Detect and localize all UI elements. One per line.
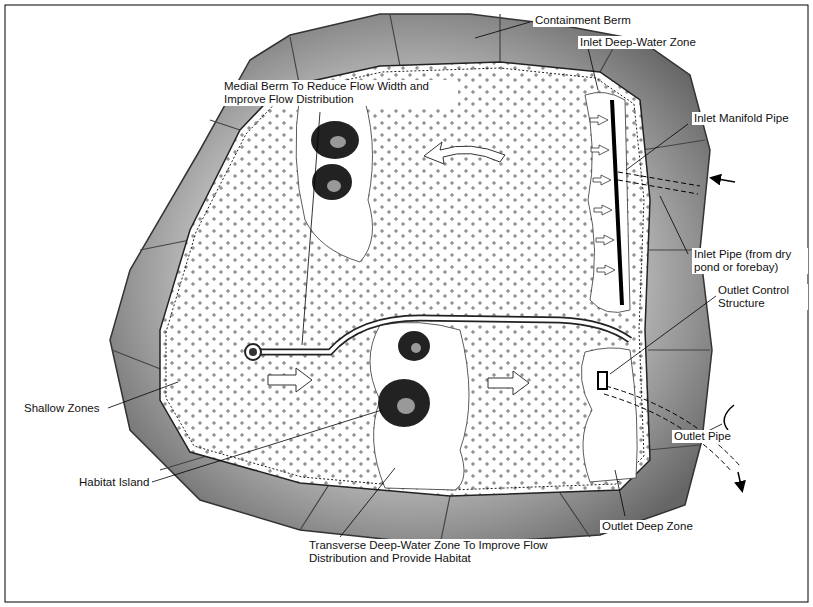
berm-texture — [112, 14, 710, 545]
berm-edge — [166, 68, 644, 490]
inlet-manifold-pipe — [612, 100, 622, 305]
inlet-pipe — [618, 172, 700, 194]
outlet-pipe — [604, 386, 740, 472]
callout-label: Outlet Control Structure — [716, 284, 808, 310]
manifold-outflow-arrows — [590, 115, 615, 275]
leader-lines — [108, 22, 722, 537]
habitat-islands — [311, 121, 430, 427]
callout-label: Inlet Pipe (from dry pond or forebay) — [692, 248, 808, 274]
callout-label: Transverse Deep-Water Zone To Improve Fl… — [307, 539, 586, 565]
inflow-arrow — [712, 178, 735, 182]
containment-berm — [110, 14, 712, 545]
berm-end — [245, 344, 261, 360]
frame — [5, 5, 808, 602]
callout-label: Medial Berm To Reduce Flow Width and Imp… — [222, 80, 458, 106]
callout-label: Habitat Island — [77, 476, 151, 489]
callout-label: Containment Berm — [533, 14, 633, 27]
callout-label: Outlet Pipe — [672, 430, 733, 443]
outlet-control-structure — [598, 372, 607, 389]
outflow-arrow — [738, 472, 742, 490]
medial-berm-core — [253, 318, 630, 352]
callout-label: Inlet Manifold Pipe — [692, 112, 791, 125]
medial-berm — [253, 318, 630, 352]
island-highlights — [327, 136, 421, 414]
berm-end-dot — [249, 348, 257, 356]
flow-arrows — [268, 142, 529, 395]
callout-label: Inlet Deep-Water Zone — [578, 36, 698, 49]
wetland-cell — [160, 62, 650, 496]
deep-zones — [296, 84, 637, 490]
outfall-symbol — [724, 405, 734, 430]
callout-label: Shallow Zones — [22, 402, 101, 415]
callout-label: Outlet Deep Zone — [600, 520, 695, 533]
